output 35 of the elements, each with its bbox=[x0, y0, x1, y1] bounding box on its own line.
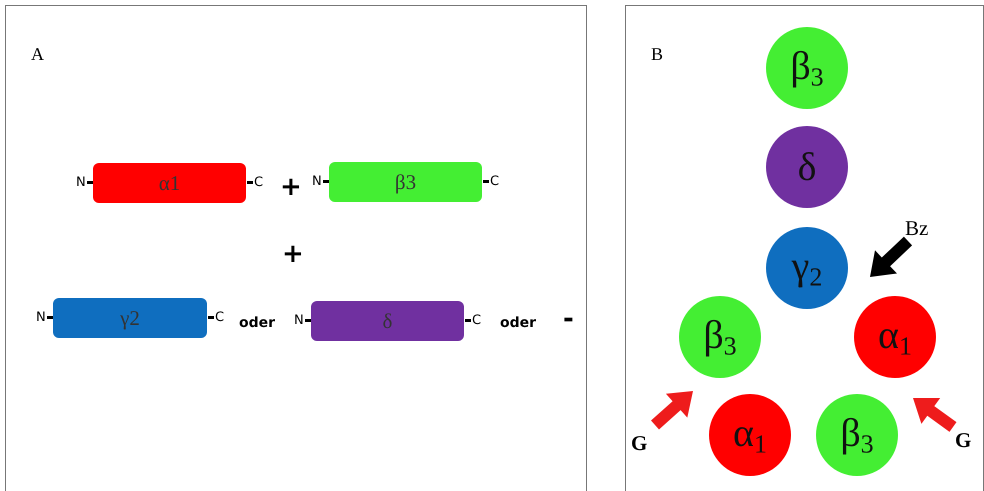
operator-label: + bbox=[282, 241, 304, 267]
operator-label: - bbox=[563, 306, 574, 332]
operator-label: oder bbox=[500, 316, 536, 330]
panel-letter: B bbox=[651, 44, 664, 65]
operator-label: Bz bbox=[905, 218, 928, 239]
terminus-label: N bbox=[294, 313, 304, 329]
subunit-label: β$_{3}$ bbox=[840, 412, 874, 458]
protein-bar bbox=[329, 162, 482, 202]
operator-label: + bbox=[280, 174, 302, 200]
panel-frame bbox=[5, 5, 587, 491]
panel-frame bbox=[625, 5, 984, 491]
operator-label: G bbox=[631, 433, 648, 454]
subunit-label: γ$_{2}$ bbox=[792, 246, 822, 290]
subunit-label: γ2 bbox=[120, 306, 140, 330]
terminus-label: N bbox=[36, 310, 46, 326]
operator-label: oder bbox=[239, 316, 276, 330]
terminus-label: C bbox=[215, 310, 224, 326]
subunit-label: β$_{3}$ bbox=[790, 46, 824, 90]
subunit-label: β$_{3}$ bbox=[703, 314, 737, 360]
terminus-label: C bbox=[490, 174, 500, 190]
operator-label: G bbox=[955, 430, 972, 451]
subunit-label: δ bbox=[798, 147, 816, 187]
subunit-label: α1 bbox=[158, 170, 180, 196]
terminus-label: C bbox=[472, 313, 482, 329]
subunit-label: α$_{1}$ bbox=[878, 314, 912, 360]
panel-letter: A bbox=[31, 44, 44, 65]
terminus-label: N bbox=[312, 174, 322, 190]
terminus-label: C bbox=[254, 175, 264, 191]
protein-bar bbox=[311, 301, 464, 341]
subunit-label: α$_{1}$ bbox=[733, 412, 767, 458]
terminus-label: N bbox=[76, 175, 86, 191]
protein-bar bbox=[93, 163, 246, 203]
subunit-label: δ bbox=[382, 308, 392, 334]
protein-bar bbox=[53, 298, 207, 338]
subunit-label: β3 bbox=[394, 170, 416, 194]
